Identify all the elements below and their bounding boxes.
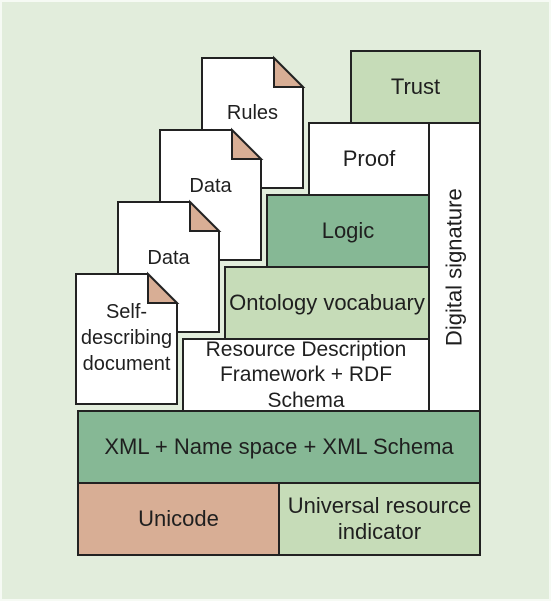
layer-trust-label: Trust	[390, 73, 441, 99]
layer-uri-line-2: indicator	[337, 519, 422, 544]
self-describing-line-3: document	[82, 353, 171, 375]
layer-rdf: Resource Description Framework + RDF Sch…	[182, 338, 430, 412]
layer-logic-label: Logic	[321, 217, 375, 243]
layer-rdf-line-1: Resource Description	[205, 338, 407, 362]
layer-xml: XML + Name space + XML Schema	[77, 410, 481, 484]
layer-proof: Proof	[308, 122, 430, 196]
layer-digital-signature: Digital signature	[428, 122, 481, 412]
document-page-icon	[75, 271, 180, 405]
document-data-bottom-label: Data	[147, 247, 190, 269]
layer-ontology-label: Ontology vocabuary	[229, 289, 425, 315]
layer-trust: Trust	[350, 50, 481, 124]
layer-unicode: Unicode	[77, 482, 280, 556]
self-describing-line-2: describing	[80, 327, 173, 349]
document-rules-label: Rules	[226, 102, 279, 124]
layer-uri-line-1: Universal resource	[287, 492, 472, 518]
layer-proof-label: Proof	[342, 145, 396, 171]
digital-signature-label: Digital signature	[441, 188, 467, 346]
layer-rdf-line-2: Framework + RDF Schema	[219, 363, 393, 412]
layer-unicode-label: Unicode	[138, 505, 219, 531]
layer-xml-label: XML + Name space + XML Schema	[104, 433, 454, 459]
layer-ontology-vocabulary: Ontology vocabuary	[224, 266, 430, 340]
layer-uri: Universal resource indicator	[278, 482, 481, 556]
layer-logic: Logic	[266, 194, 430, 268]
self-describing-line-1: Self-	[105, 301, 148, 323]
document-data-top-label: Data	[189, 175, 232, 197]
document-self-describing: Self- describing document	[75, 271, 180, 405]
